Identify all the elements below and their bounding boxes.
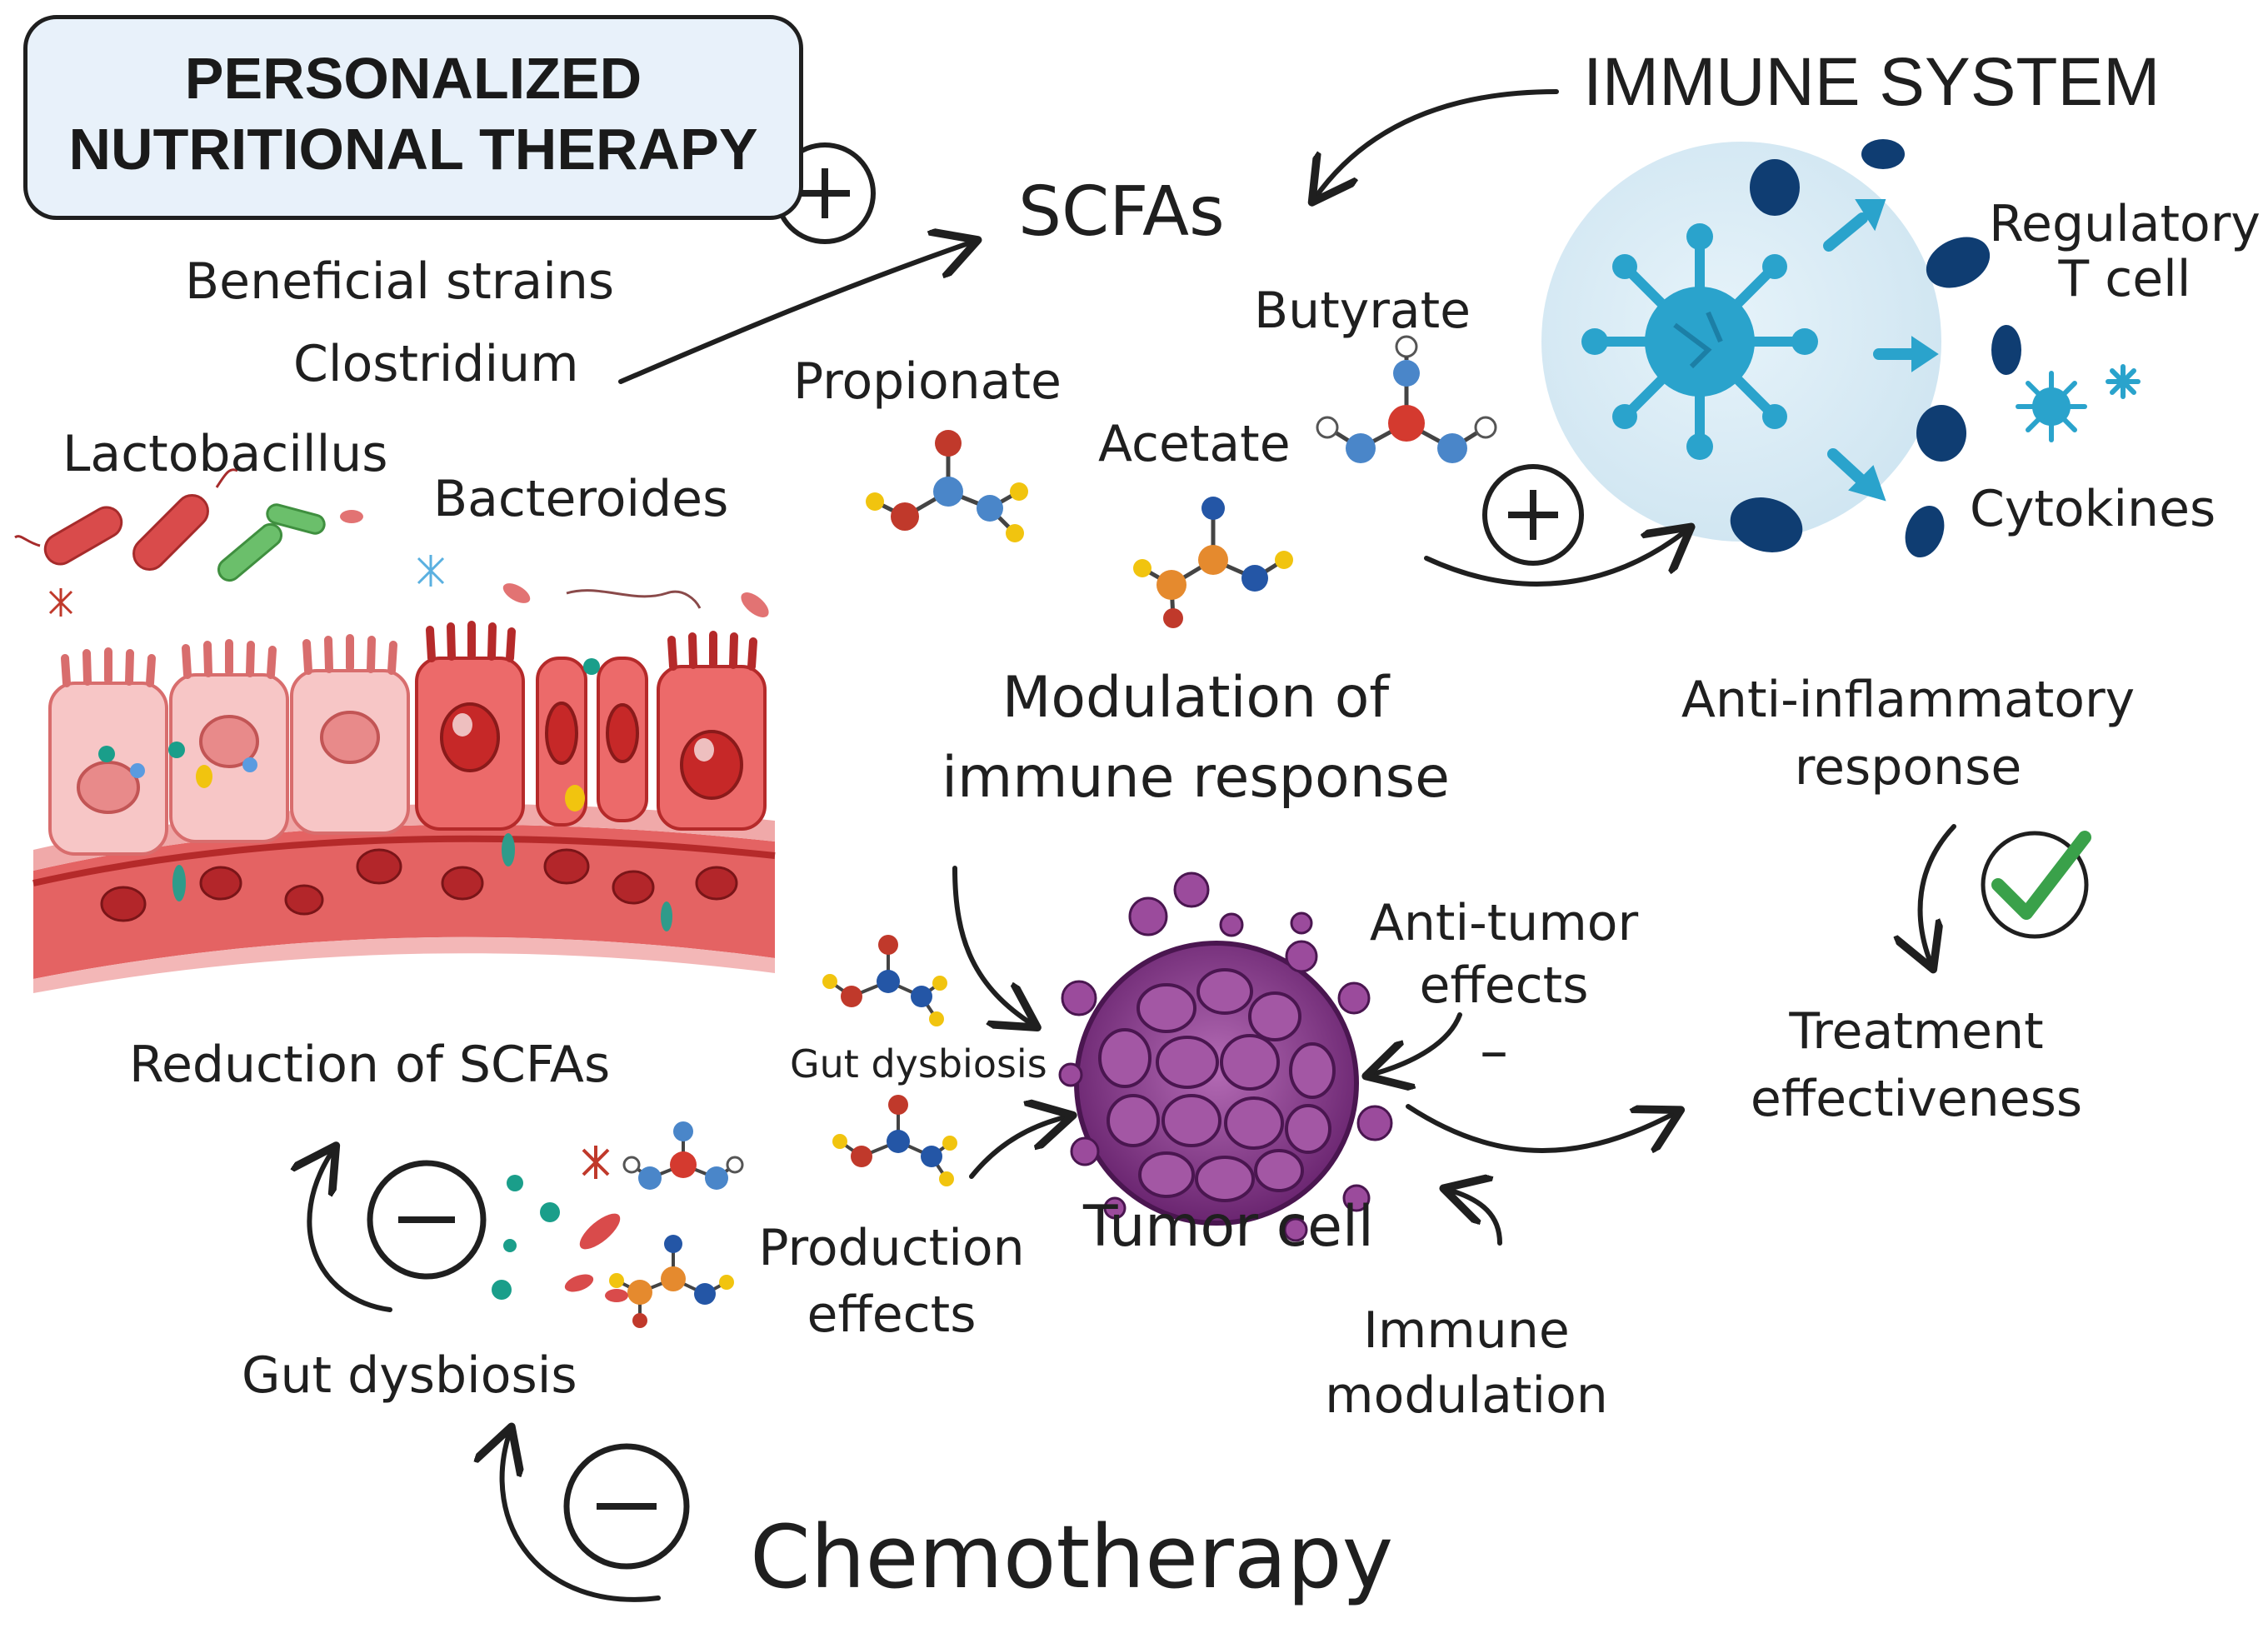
checkmark-icon bbox=[1981, 831, 2091, 939]
label-butyrate: Butyrate bbox=[1254, 282, 1471, 340]
arrow-tumor-to-treatment bbox=[1406, 1104, 1676, 1151]
label-modulation-line1: Modulation of bbox=[1002, 665, 1390, 731]
label-t-cell: T cell bbox=[2058, 250, 2191, 308]
arrow-antitumor-to-tumor bbox=[1371, 1012, 1462, 1075]
label-modulation-line2: immune response bbox=[942, 745, 1450, 811]
arrow-acetate-to-immune bbox=[1424, 530, 1687, 587]
label-anti-tumor-line2: effects bbox=[1419, 956, 1589, 1015]
label-production-effects: Production effects bbox=[750, 1210, 1033, 1342]
title-line-1: PERSONALIZED bbox=[184, 46, 642, 111]
label-gut-dysbiosis-small: Gut dysbiosis bbox=[790, 1041, 1047, 1086]
label-treatment-effectiveness: Treatment effectiveness bbox=[1700, 991, 2133, 1126]
molecule-icon-gut-1 bbox=[622, 1121, 744, 1190]
label-clostridium: Clostridium bbox=[293, 335, 579, 393]
arrow-chemotherapy-to-dysbiosis bbox=[502, 1431, 661, 1602]
label-immune-modulation-line2: modulation bbox=[1325, 1366, 1608, 1425]
molecule-icon-dysbiosis-1 bbox=[822, 935, 947, 1026]
label-reduction-of-scfas: Reduction of SCFAs bbox=[129, 1036, 611, 1094]
label-immune-system: IMMUNE SYSTEM bbox=[1583, 44, 2161, 120]
tumor-cell-icon bbox=[1058, 871, 1393, 1242]
label-production-line1: Production bbox=[758, 1219, 1025, 1277]
molecule-icon-gut-2 bbox=[609, 1235, 734, 1328]
label-chemotherapy: Chemotherapy bbox=[750, 1506, 1394, 1608]
label-production-line2: effects bbox=[807, 1286, 977, 1344]
label-bacteroides: Bacteroides bbox=[433, 470, 729, 528]
label-anti-inflammatory-line1: Anti-inflammatory bbox=[1681, 671, 2136, 729]
label-modulation-immune-response: Modulation of immune response bbox=[892, 648, 1500, 810]
arrow-clostridium-to-scfas bbox=[618, 242, 973, 384]
arrow-production-to-tumor bbox=[969, 1116, 1068, 1179]
arrow-dysbiosis-to-reduction bbox=[309, 1150, 392, 1312]
label-anti-tumor-line1: Anti-tumor bbox=[1369, 894, 1639, 952]
molecule-icon-propionate bbox=[866, 430, 1028, 542]
title-box bbox=[23, 15, 803, 220]
molecule-icon-acetate bbox=[1133, 497, 1293, 628]
label-tumor-cell: Tumor cell bbox=[1083, 1194, 1374, 1260]
bacteria-icon-lactobacillus bbox=[14, 468, 769, 617]
label-anti-tumor-effects: Anti-tumor effects bbox=[1341, 888, 1666, 1013]
title-line-2: NUTRITIONAL THERAPY bbox=[68, 117, 758, 182]
arrow-immune-modulation-to-tumor bbox=[1448, 1190, 1502, 1246]
label-immune-modulation: Immune modulation bbox=[1300, 1293, 1633, 1423]
bacteria-icon-dysbiosis bbox=[492, 1146, 628, 1302]
page-title: PERSONALIZED NUTRITIONAL THERAPY bbox=[23, 43, 803, 186]
minus-circle-icon-chemotherapy bbox=[563, 1443, 690, 1570]
label-acetate: Acetate bbox=[1098, 415, 1291, 473]
arrow-antiinflammatory-to-treatment bbox=[1921, 824, 1956, 965]
label-minus-sign: – bbox=[1480, 1018, 1508, 1084]
label-immune-modulation-line1: Immune bbox=[1363, 1301, 1570, 1360]
arrow-immune-to-scfas bbox=[1315, 89, 1559, 198]
label-treatment-line1: Treatment bbox=[1789, 1002, 2044, 1061]
label-gut-dysbiosis: Gut dysbiosis bbox=[242, 1346, 577, 1405]
label-anti-inflammatory-response: Anti-inflammatory response bbox=[1633, 660, 2183, 795]
molecule-icon-dysbiosis-2 bbox=[832, 1095, 957, 1186]
label-propionate: Propionate bbox=[793, 352, 1062, 411]
immune-system-icon bbox=[1541, 139, 2141, 557]
molecule-icon-butyrate bbox=[1316, 335, 1497, 463]
label-regulatory: Regulatory bbox=[1989, 195, 2261, 253]
label-treatment-line2: effectiveness bbox=[1750, 1070, 2083, 1128]
flow-arrows bbox=[309, 89, 1956, 1602]
arrow-modulation-to-tumor bbox=[952, 866, 1033, 1025]
label-anti-inflammatory-line2: response bbox=[1794, 738, 2022, 797]
minus-circle-icon-dysbiosis bbox=[367, 1160, 487, 1280]
label-beneficial-strains: Beneficial strains bbox=[185, 252, 615, 311]
gut-epithelium-icon bbox=[32, 621, 776, 993]
label-cytokines: Cytokines bbox=[1970, 480, 2216, 538]
immune-cell-icon bbox=[1581, 223, 1818, 460]
label-lactobacillus: Lactobacillus bbox=[62, 425, 388, 483]
label-scfas: SCFAs bbox=[1018, 172, 1225, 252]
cytokine-icon bbox=[2016, 364, 2141, 442]
label-regulatory-t-cell: Regulatory T cell bbox=[1983, 197, 2266, 307]
plus-circle-icon-immune bbox=[1482, 464, 1584, 566]
